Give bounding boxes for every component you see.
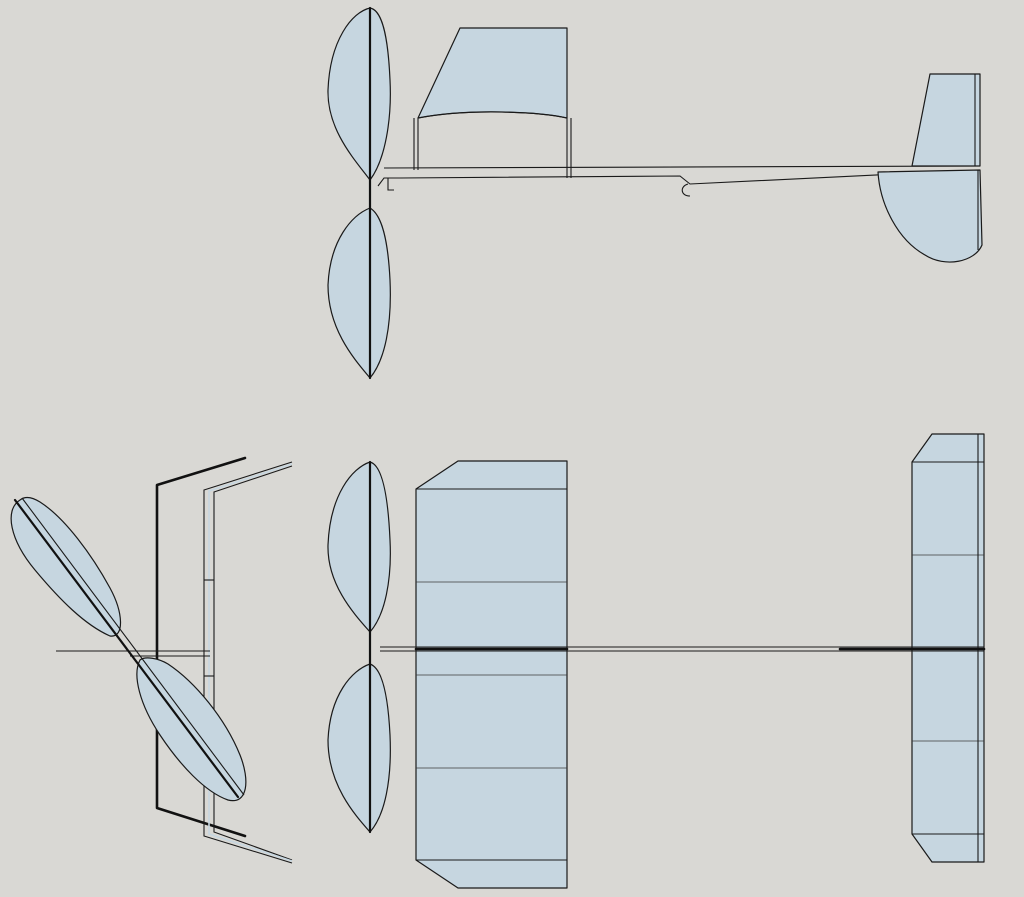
front-view [10,456,293,864]
side-propeller-lower-blade [327,207,391,379]
top-propeller-lower-blade [327,663,391,833]
side-rudder-lower [877,169,983,263]
side-wing-airfoil-line [417,111,568,119]
side-fuselage-bottom [377,169,981,187]
front-wing-frame-rear-inner [213,465,293,861]
top-view [327,433,986,889]
side-fuselage-top [383,165,981,169]
top-main-wing [415,460,568,889]
top-propeller-upper-blade [327,461,391,633]
front-wing-frame-rear-fill [208,463,293,862]
front-propeller-lower-blade [136,657,247,802]
side-view [327,6,983,380]
side-vertical-fin [911,73,981,167]
front-wing-frame-rear-outer [203,461,293,864]
side-rear-hook [681,183,691,197]
side-propeller-upper-blade [327,7,391,181]
side-nose-hook [387,178,394,191]
front-propeller-blade-axis [13,498,240,799]
side-wing-profile [417,27,568,119]
front-propeller-blade-axis-2 [21,497,245,796]
front-wing-frame-front [155,456,247,838]
